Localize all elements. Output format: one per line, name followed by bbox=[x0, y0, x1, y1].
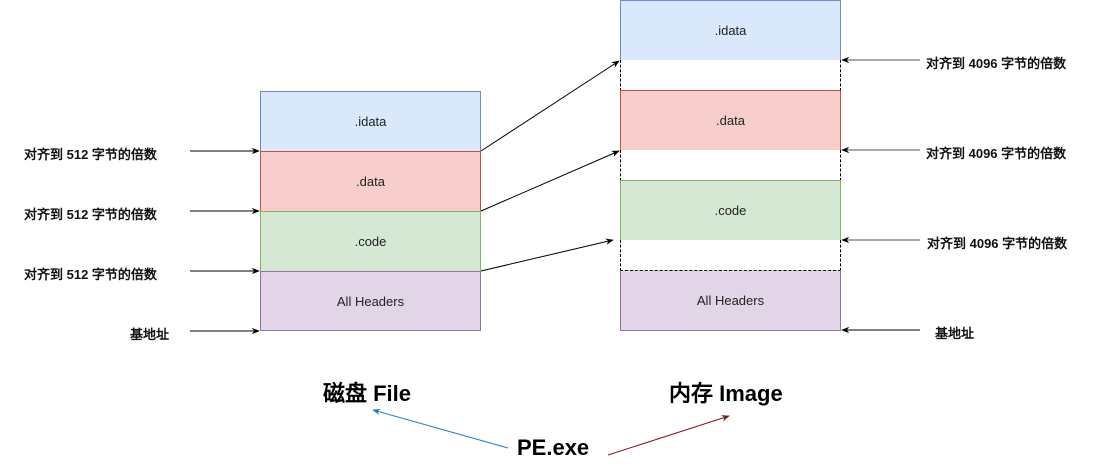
section-label: .idata bbox=[354, 114, 387, 129]
disk-section-headers: All Headers bbox=[260, 271, 481, 331]
disk-section-idata: .idata bbox=[260, 91, 481, 152]
disk-align-label-3: 对齐到 512 字节的倍数 bbox=[24, 267, 157, 282]
mem-align-label-2: 对齐到 4096 字节的倍数 bbox=[926, 146, 1067, 161]
mem-align-label-3: 对齐到 4096 字节的倍数 bbox=[927, 236, 1068, 251]
map-arrow-data bbox=[480, 150, 620, 212]
mem-section-headers: All Headers bbox=[620, 270, 841, 331]
disk-base-label: 基地址 bbox=[130, 327, 170, 342]
mem-padding-3 bbox=[620, 240, 841, 271]
section-label: .code bbox=[354, 234, 387, 249]
map-arrow-idata bbox=[480, 60, 620, 152]
disk-section-code: .code bbox=[260, 211, 481, 272]
mem-section-idata: .idata bbox=[620, 0, 841, 61]
pe-to-memory-arrow bbox=[607, 415, 730, 456]
mem-section-data: .data bbox=[620, 90, 841, 151]
section-label: .idata bbox=[714, 23, 747, 38]
mem-padding-1 bbox=[620, 60, 841, 91]
map-arrow-code bbox=[480, 238, 614, 272]
mem-base-label: 基地址 bbox=[935, 326, 975, 341]
pe-exe-label: PE.exe bbox=[517, 435, 590, 460]
memory-title: 内存 Image bbox=[669, 381, 783, 406]
mem-section-code: .code bbox=[620, 180, 841, 241]
disk-align-label-2: 对齐到 512 字节的倍数 bbox=[24, 207, 157, 222]
section-label: .code bbox=[714, 203, 747, 218]
pe-to-disk-arrow bbox=[372, 408, 509, 449]
section-label: .data bbox=[716, 113, 745, 128]
section-label: All Headers bbox=[336, 293, 405, 309]
disk-title: 磁盘 File bbox=[323, 381, 412, 406]
disk-align-label-1: 对齐到 512 字节的倍数 bbox=[24, 147, 157, 162]
mem-padding-2 bbox=[620, 150, 841, 181]
section-label: .data bbox=[356, 174, 385, 189]
disk-section-data: .data bbox=[260, 151, 481, 212]
section-label: All Headers bbox=[696, 293, 765, 308]
mem-align-label-1: 对齐到 4096 字节的倍数 bbox=[926, 56, 1067, 71]
